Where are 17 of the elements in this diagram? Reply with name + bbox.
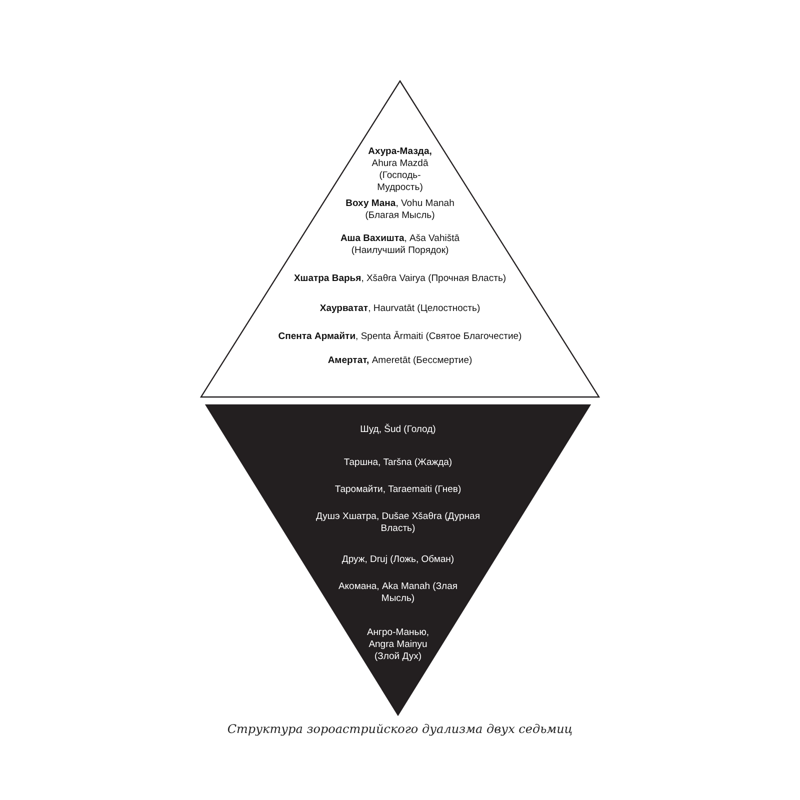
triangle-text: Амертат, Ameretāt (Бессмертие): [326, 355, 474, 367]
triangle-text: Спента Армайти, Spenta Ārmaiti (Святое Благочестие): [277, 331, 523, 343]
triangle-text: Ангро-Манью, Angra Mainyu (Злой Дух): [366, 627, 430, 663]
triangle-text: Таромайти, Taraemaiti (Гнев): [334, 484, 462, 496]
triangle-text: Шуд, Šud (Голод): [359, 424, 437, 436]
caption: Структура зороастрийского дуализма двух седьмиц: [226, 721, 574, 738]
downward-triangle: [205, 404, 591, 716]
triangle-text: Воху Мана, Vohu Manah (Благая Мысль): [344, 198, 456, 222]
triangle-text: Ахура-Мазда, Ahura Mazdā (Господь-Мудрость): [367, 146, 433, 194]
upward-triangle: [200, 80, 600, 398]
triangle-text: Таршна, Taršna (Жажда): [342, 457, 454, 469]
triangle-text: Хшатра Варья, Xšaθra Vairya (Прочная Власть): [292, 273, 508, 285]
triangle-text: Друж, Druj (Ложь, Обман): [340, 554, 456, 566]
triangle-text: Душэ Хшатра, Dušae Xšaθra (Дурная Власть): [315, 511, 481, 535]
triangle-text: Аша Вахишта, Aša Vahištā (Наилучший Порядок): [339, 233, 461, 257]
triangle-text: Хаурватат, Haurvatāt (Целостность): [318, 303, 482, 315]
triangle-text: Акомана, Aka Manah (Злая Мысль): [338, 581, 458, 605]
